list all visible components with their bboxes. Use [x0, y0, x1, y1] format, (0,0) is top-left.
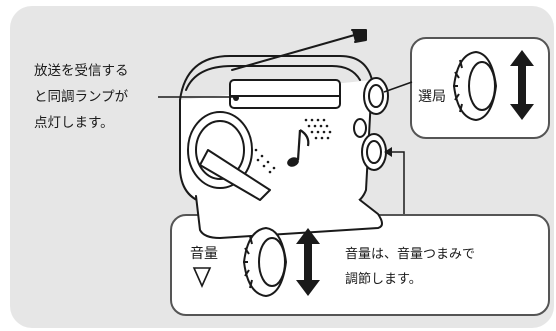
volume-knob-icon [242, 226, 288, 298]
volume-label: 音量 [190, 246, 218, 262]
tuning-knob-icon [452, 50, 498, 122]
volume-description-line-1: 音量は、音量つまみで [345, 247, 476, 262]
rotate-arrow-icon [510, 50, 534, 120]
volume-description: 音量は、音量つまみで 調節します。 [345, 242, 475, 292]
music-note-icon [287, 129, 310, 167]
tuning-lamp-note-line-3: 点灯します。 [34, 115, 114, 131]
down-triangle-icon [192, 267, 212, 288]
tuning-lamp-note-line-2: と同調ランプが [34, 89, 129, 105]
volume-description-line-2: 調節します。 [345, 272, 422, 287]
tuning-lamp-note-line-1: 放送を受信する [34, 63, 129, 79]
volume-rotate-arrow-icon [296, 228, 320, 296]
tuning-lamp-note: 放送を受信する と同調ランプが 点灯します。 [34, 58, 129, 136]
tuning-label: 選局 [418, 89, 446, 105]
